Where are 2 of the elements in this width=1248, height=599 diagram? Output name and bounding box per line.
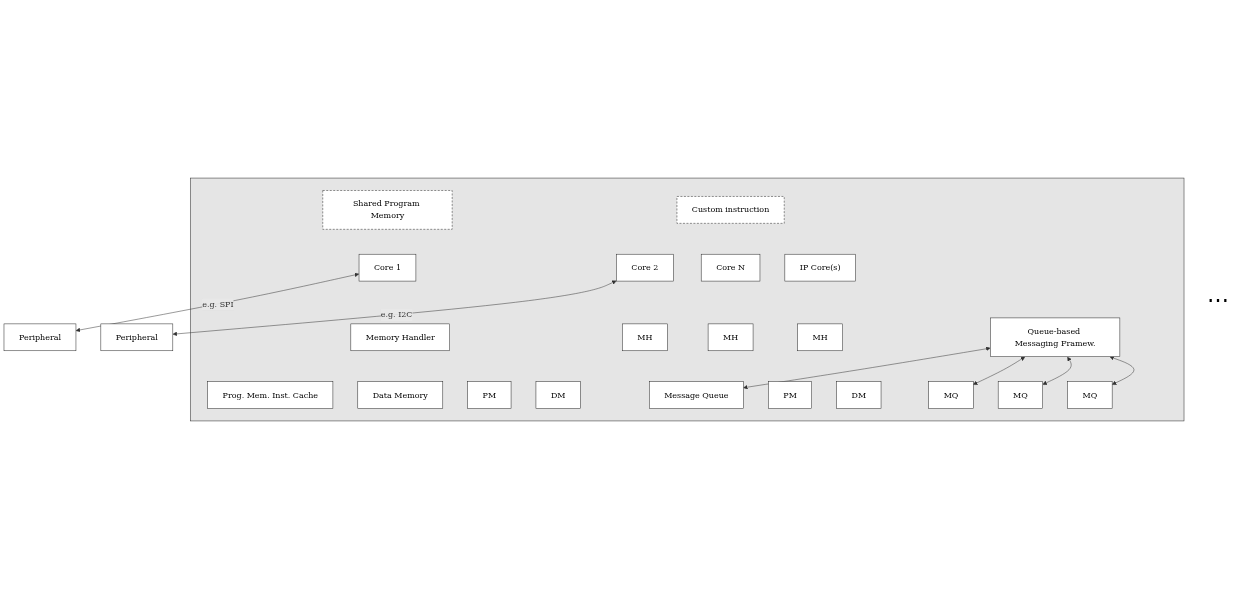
ellipsis-text: ⋯ <box>1206 287 1230 312</box>
cluster <box>190 177 1185 422</box>
